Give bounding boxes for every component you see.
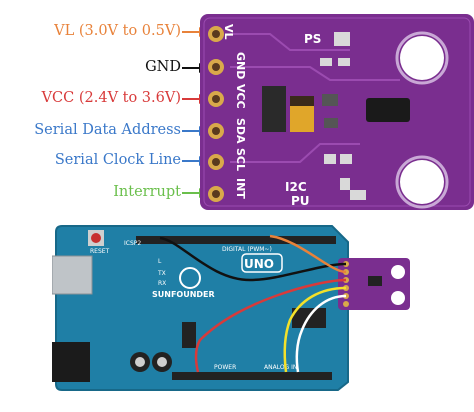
header-pads: [208, 26, 224, 202]
arduino-analog-label: ANALOG IN: [264, 364, 298, 371]
arduino-model: UNO: [244, 257, 274, 271]
sensor-board-small: [338, 258, 410, 310]
pin-label-vcc: VCC (2.4V to 3.6V): [41, 90, 181, 106]
arduino-led-tx: TX: [158, 270, 166, 277]
arduino-board: [52, 225, 349, 391]
pin-label-int: Interrupt: [113, 184, 181, 200]
pin-label-sda: Serial Data Address: [34, 122, 181, 138]
arduino-led-l: L: [158, 258, 162, 265]
pcb-pu-label: PU: [291, 194, 310, 208]
arduino-led-rx: RX: [158, 280, 167, 287]
arduino-power-label: POWER: [214, 364, 237, 371]
arduino-brand: SUNFOUNDER: [152, 290, 215, 299]
arduino-header-label: DIGITAL (PWM~): [222, 246, 272, 253]
arduino-icsp-label: ICSP2: [124, 240, 142, 247]
pcb-ps-label: PS: [304, 32, 322, 46]
pin-label-gnd: GND: [145, 59, 181, 75]
pcb-i2c-label: I2C: [285, 180, 307, 194]
sensor-board-large: [200, 14, 474, 210]
pin-label-scl: Serial Clock Line: [54, 152, 181, 168]
arduino-reset-label: RESET: [90, 248, 110, 255]
pin-label-vl: VL (3.0V to 0.5V): [54, 23, 181, 39]
